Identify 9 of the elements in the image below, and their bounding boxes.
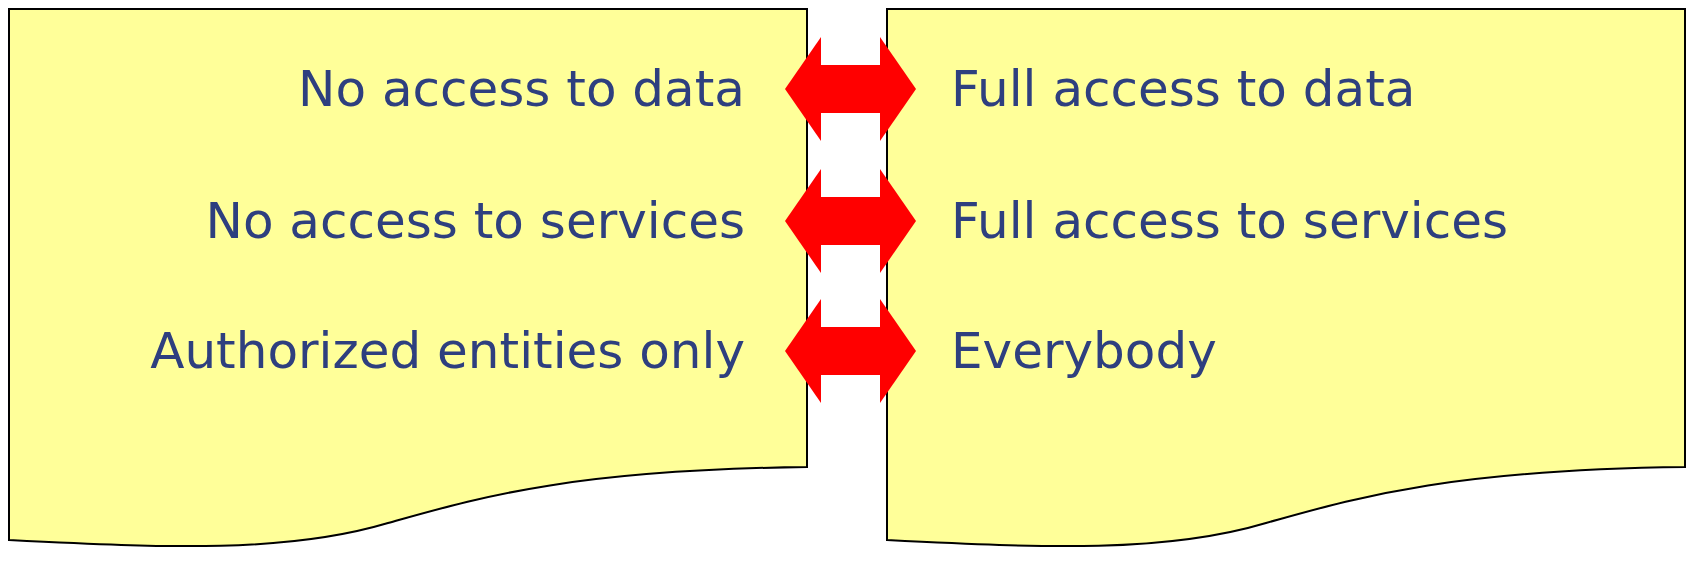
text-label: Everybody: [916, 311, 1217, 391]
double-arrow: [785, 37, 916, 141]
text-label: No access to services: [8, 181, 785, 261]
double-arrow: [785, 169, 916, 273]
text-label: Full access to services: [916, 181, 1508, 261]
text-label: Authorized entities only: [8, 311, 785, 391]
double-arrow: [785, 299, 916, 403]
text-label: Full access to data: [916, 49, 1416, 129]
text-label: No access to data: [8, 49, 785, 129]
